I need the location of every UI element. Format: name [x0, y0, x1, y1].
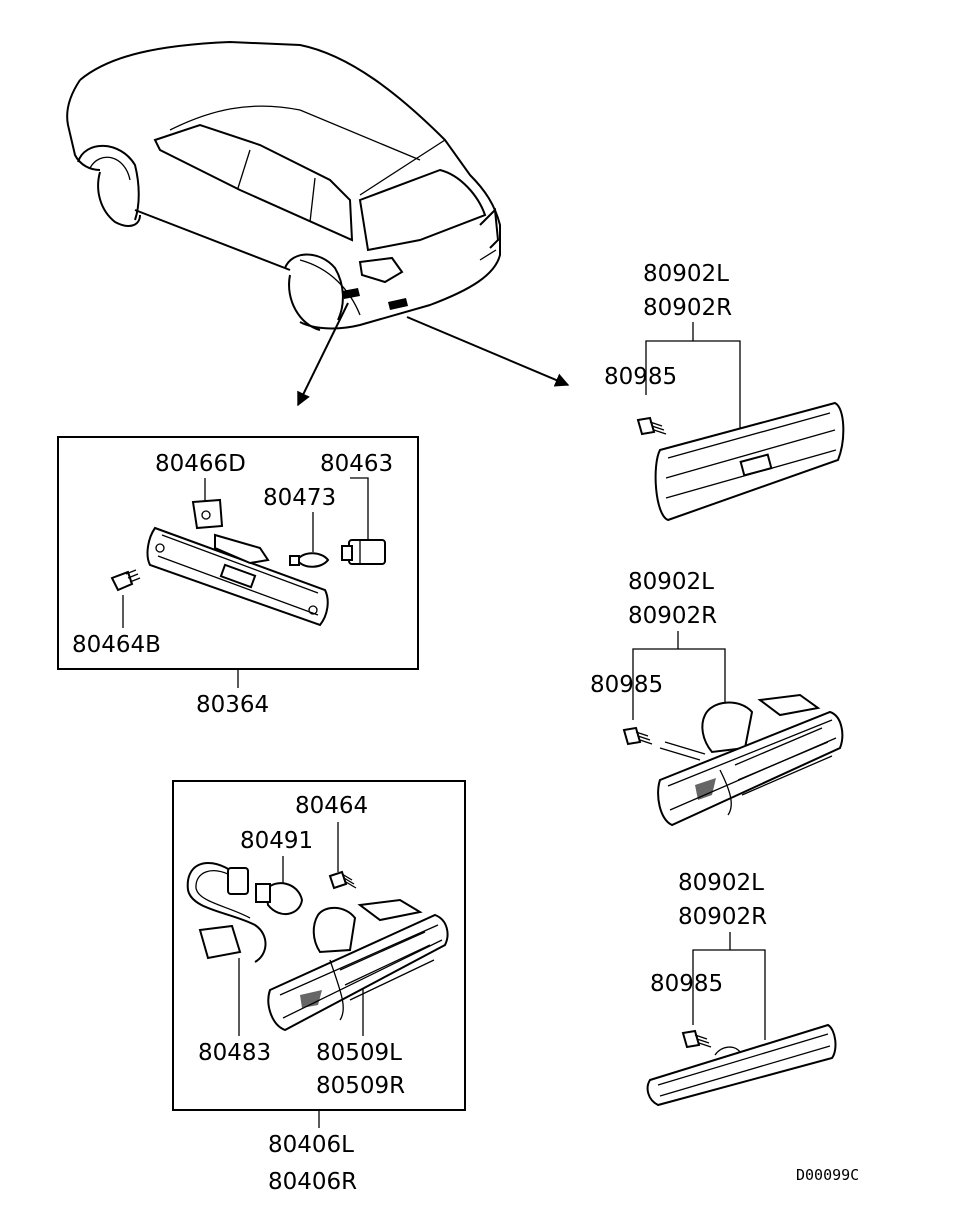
car-outline-icon [66, 40, 501, 331]
arrow-icon [406, 316, 570, 387]
part-label-80466D: 80466D [155, 451, 246, 477]
part-label-80902R-c: 80902R [678, 904, 767, 930]
side-marker-lamp-icon [267, 898, 449, 1032]
part-label-80902L-b: 80902L [628, 569, 714, 595]
screw-icon [681, 1029, 712, 1049]
part-label-80509L: 80509L [316, 1040, 402, 1066]
part-label-80483: 80483 [198, 1040, 271, 1066]
clip-icon [191, 498, 224, 530]
part-label-80464: 80464 [295, 793, 368, 819]
side-marker-lamp-icon [146, 526, 329, 627]
part-label-80902L-c: 80902L [678, 870, 764, 896]
bulb-icon [289, 552, 330, 568]
part-label-80902R-a: 80902R [643, 295, 732, 321]
part-label-80491: 80491 [240, 828, 313, 854]
part-label-80463: 80463 [320, 451, 393, 477]
side-marker-lamp-icon [654, 401, 845, 522]
diagram-code: D00099C [796, 1166, 859, 1184]
bulb-icon [255, 882, 304, 915]
part-label-80464B: 80464B [72, 632, 161, 658]
side-marker-lamp-icon [657, 693, 844, 827]
arrow-icon [297, 302, 349, 407]
part-label-80985-b: 80985 [590, 672, 663, 698]
screw-icon [110, 569, 141, 592]
part-label-80902L-a: 80902L [643, 261, 729, 287]
part-label-80364: 80364 [196, 692, 269, 718]
part-label-80985-a: 80985 [604, 364, 677, 390]
side-marker-lamp-icon [646, 1023, 837, 1107]
socket-icon [341, 539, 386, 565]
wire-harness-icon [186, 861, 267, 963]
part-label-80473: 80473 [263, 485, 336, 511]
part-label-80985-c: 80985 [650, 971, 723, 997]
screw-icon [636, 416, 667, 436]
part-label-80509R: 80509R [316, 1073, 405, 1099]
screw-icon [622, 726, 653, 746]
screw-icon [328, 870, 357, 890]
part-label-80902R-b: 80902R [628, 603, 717, 629]
part-label-80406L: 80406L [268, 1132, 354, 1158]
part-label-80406R: 80406R [268, 1169, 357, 1195]
